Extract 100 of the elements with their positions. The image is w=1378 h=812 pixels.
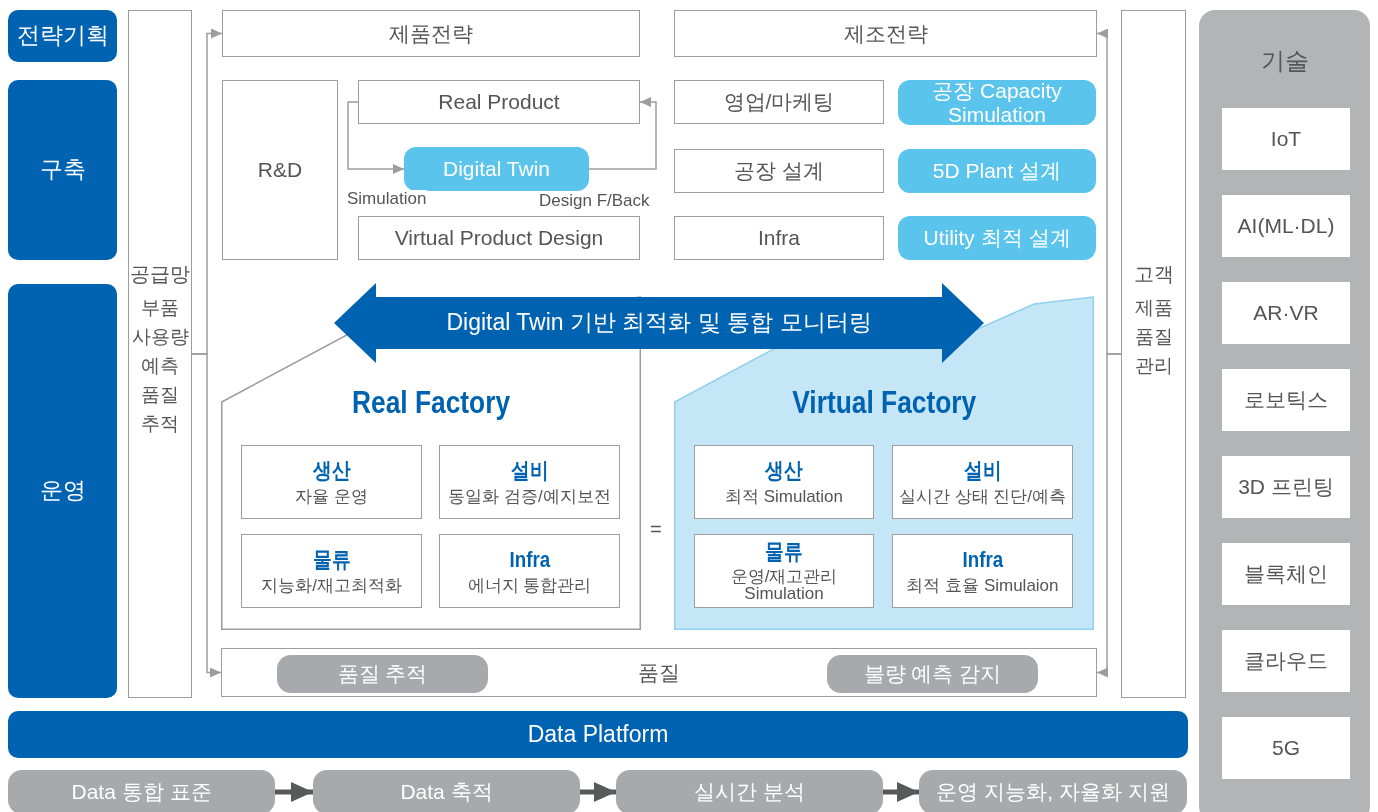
- arrow: [580, 782, 616, 802]
- stakeholder-column: [128, 10, 192, 698]
- arrow: [1096, 353, 1122, 678]
- node-label: Infra: [758, 226, 800, 250]
- node-label: Data 통합 표준: [71, 780, 212, 804]
- node-label: 구축: [39, 157, 86, 183]
- node-label: 3D 프린팅: [1238, 475, 1334, 499]
- equals-sign: =: [650, 518, 662, 541]
- node-description: 최적 Simulation: [724, 487, 844, 505]
- arrow: [347, 101, 405, 174]
- node-title: 생산: [312, 459, 351, 484]
- node-label: AI(ML·DL): [1237, 214, 1335, 238]
- section-band: [8, 80, 117, 260]
- technology-box: [1222, 108, 1350, 170]
- process-box: [222, 80, 338, 260]
- arrow: [275, 782, 313, 802]
- node-label: 블록체인: [1244, 562, 1328, 586]
- function-box: [439, 534, 620, 608]
- technology-box: [1222, 717, 1350, 779]
- function-box: [892, 445, 1073, 519]
- node-description: 운영/재고관리 Simulation: [729, 568, 839, 603]
- node-label: Digital Twin 기반 최적화 및 통합 모니터링: [446, 310, 872, 336]
- node-label: 기술: [1260, 48, 1309, 75]
- node-label: 클라우드: [1244, 649, 1328, 673]
- pill-box: [919, 770, 1187, 812]
- node-title: 물류: [765, 539, 803, 565]
- node-title: 고객: [1133, 263, 1174, 285]
- node-description: 제품 품질 관리: [1133, 296, 1174, 378]
- node-title: Virtual Factory: [791, 386, 976, 421]
- node-label: 불량 예측 감지: [863, 662, 1002, 686]
- arrow: [883, 782, 919, 802]
- function-box: [241, 534, 422, 608]
- node-label: 운영 지능화, 자율화 지원: [936, 780, 1170, 804]
- node-label: 5G: [1272, 736, 1300, 760]
- node-description: 동일화 검증/예지보전: [448, 487, 611, 505]
- node-description: 최적 효율 Simulaion: [906, 576, 1059, 594]
- pill-box: [313, 770, 580, 812]
- technology-box: [1222, 369, 1350, 431]
- node-label: Utility 최적 설계: [923, 226, 1071, 250]
- node-title: 물류: [312, 548, 351, 573]
- node-label: 영업/마케팅: [723, 90, 835, 114]
- quality-band: [221, 648, 1097, 697]
- node-title: Infra: [962, 548, 1003, 573]
- node-description: 실시간 상태 진단/예측: [898, 487, 1067, 505]
- technology-box: [1222, 195, 1350, 257]
- node-label: 공장 Capacity Simulation: [931, 79, 1063, 126]
- node-label: 제품전략: [389, 21, 473, 46]
- node-label: 품질: [638, 660, 680, 685]
- node-label: 로보틱스: [1244, 388, 1328, 412]
- node-description: 부품 사용량 예측 품질 추적: [131, 296, 189, 436]
- process-box: [674, 10, 1097, 57]
- process-box: [674, 216, 884, 260]
- highlight-box: [898, 149, 1096, 193]
- function-box: [439, 445, 620, 519]
- process-box: [222, 10, 640, 57]
- technology-box: [1222, 282, 1350, 344]
- stakeholder-column: [1121, 10, 1186, 698]
- node-label: 실시간 분석: [694, 780, 805, 804]
- process-box: [358, 216, 640, 260]
- node-label: R&D: [257, 158, 303, 182]
- node-label: 공장 설계: [734, 159, 824, 183]
- node-title: Infra: [509, 548, 550, 573]
- pill-box: [277, 655, 488, 693]
- highlight-box: [404, 147, 589, 191]
- node-label: Virtual Product Design: [394, 226, 604, 250]
- highlight-box: [898, 216, 1096, 260]
- node-label: 품질 추적: [337, 662, 428, 686]
- technology-box: [1222, 456, 1350, 518]
- node-description: 에너지 통합관리: [467, 576, 592, 594]
- node-title: 생산: [765, 459, 803, 484]
- edge-label: Design F/Back: [538, 192, 651, 211]
- pill-box: [616, 770, 883, 812]
- process-box: [674, 149, 884, 193]
- node-title: 설비: [510, 459, 549, 484]
- node-label: 운영: [39, 478, 86, 504]
- process-box: [358, 80, 640, 124]
- highlight-box: [898, 80, 1096, 125]
- process-box: [674, 80, 884, 124]
- technology-panel: [1199, 10, 1370, 812]
- technology-box: [1222, 630, 1350, 692]
- platform-bar: [8, 711, 1188, 758]
- technology-box: [1222, 543, 1350, 605]
- arrow: [191, 353, 222, 678]
- node-title: 공급망: [130, 263, 190, 285]
- node-label: 전략기획: [16, 23, 109, 49]
- function-box: [892, 534, 1073, 608]
- function-box: [241, 445, 422, 519]
- double-arrow: [334, 283, 984, 363]
- pill-box: [827, 655, 1038, 693]
- section-band: [8, 284, 117, 698]
- arrow: [588, 97, 657, 170]
- node-label: 제조전략: [843, 21, 928, 46]
- node-label: Data 축적: [400, 780, 493, 804]
- node-label: Real Product: [438, 90, 560, 114]
- pill-box: [8, 770, 275, 812]
- node-title: Real Factory: [351, 386, 511, 421]
- function-box: [694, 534, 874, 608]
- node-description: 자율 운영: [295, 487, 368, 505]
- node-label: IoT: [1270, 127, 1302, 151]
- function-box: [694, 445, 874, 519]
